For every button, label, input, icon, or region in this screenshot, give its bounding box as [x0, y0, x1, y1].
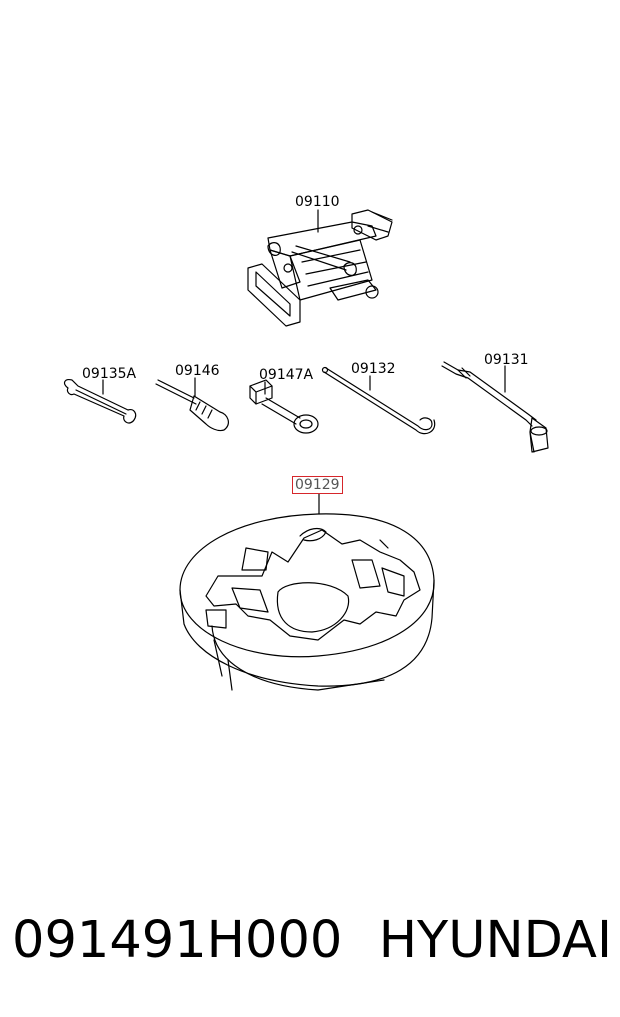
callout-lug-wrench[interactable]: 09131	[484, 352, 529, 368]
wrench-illustration	[63, 379, 137, 424]
callout-tray[interactable]: 09129	[292, 476, 343, 494]
footer-caption: 091491H000 HYUNDAI	[12, 905, 612, 975]
parts-diagram	[63, 209, 549, 691]
lug-wrench-illustration	[441, 361, 549, 453]
socket-tool-illustration	[249, 379, 319, 434]
callout-screwdriver[interactable]: 09146	[175, 363, 220, 379]
screwdriver-illustration	[155, 377, 229, 432]
callout-rod[interactable]: 09132	[351, 361, 396, 377]
callout-jack[interactable]: 09110	[295, 194, 340, 210]
jack-illustration	[247, 209, 393, 327]
part-number: 091491H000	[12, 910, 343, 970]
tray-illustration	[179, 493, 435, 691]
callout-socket-tool[interactable]: 09147A	[259, 367, 314, 383]
brand-name: HYUNDAI	[378, 910, 612, 970]
callout-wrench[interactable]: 09135A	[82, 366, 137, 382]
rod-illustration	[321, 366, 436, 435]
